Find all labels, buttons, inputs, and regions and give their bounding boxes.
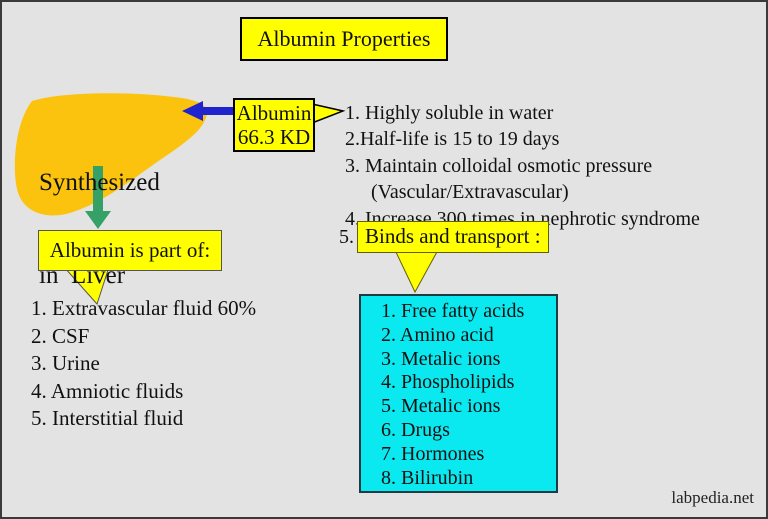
partof-item: 2. CSF <box>31 323 90 348</box>
binds-item: 7. Hormones <box>381 442 485 465</box>
albumin-tag-box: Albumin 66.3 KD <box>233 98 315 152</box>
binds-item: 1. Free fatty acids <box>381 300 525 322</box>
partof-item: 1. Extravascular fluid 60% <box>31 296 257 320</box>
property-item: 3. Maintain colloidal osmotic pressure <box>345 154 653 177</box>
down-arrow-icon <box>85 166 111 229</box>
partof-header: Albumin is part of: <box>49 238 211 262</box>
site-credit: labpedia.net <box>671 488 754 507</box>
binds-item: 5. Metalic ions <box>381 395 501 418</box>
liver-label-line1: Synthesized <box>39 169 160 196</box>
left-arrow-icon <box>182 101 233 121</box>
binds-list-panel: 1. Free fatty acids 2. Amino acid 3. Met… <box>359 294 558 493</box>
partof-callout-box: Albumin is part of: <box>38 230 222 271</box>
property-item-continuation: (Vascular/Extravascular) <box>371 181 569 204</box>
binds-item: 4. Phospholipids <box>381 371 515 394</box>
property-item-5-number: 5. <box>339 225 354 248</box>
liver-shape <box>14 93 208 216</box>
property-item: 1. Highly soluble in water <box>345 102 554 124</box>
binds-item: 3. Metalic ions <box>381 347 501 370</box>
binds-item: 6. Drugs <box>381 418 450 441</box>
partof-item: 3. Urine <box>31 351 100 376</box>
property-item-5: 5. Binds and transport : <box>339 221 549 253</box>
binds-item: 2. Amino acid <box>381 323 494 346</box>
partof-item: 4. Amniotic fluids <box>31 378 184 403</box>
property-item: 2.Half-life is 15 to 19 days <box>345 128 560 151</box>
page-title: Albumin Properties <box>257 26 431 51</box>
binds-callout-pointer <box>394 249 439 294</box>
title-box: Albumin Properties <box>240 17 448 61</box>
partof-list: 1. Extravascular fluid 60% 2. CSF 3. Uri… <box>31 295 256 433</box>
albumin-callout-pointer <box>311 103 346 125</box>
albumin-tag-line2: 66.3 KD <box>237 125 311 149</box>
properties-list: 1. Highly soluble in water 2.Half-life i… <box>345 100 700 232</box>
binds-callout-box: Binds and transport : <box>357 221 549 253</box>
albumin-tag-line1: Albumin <box>236 101 312 125</box>
binds-item: 8. Bilirubin <box>381 466 474 489</box>
partof-item: 5. Interstitial fluid <box>31 406 184 431</box>
